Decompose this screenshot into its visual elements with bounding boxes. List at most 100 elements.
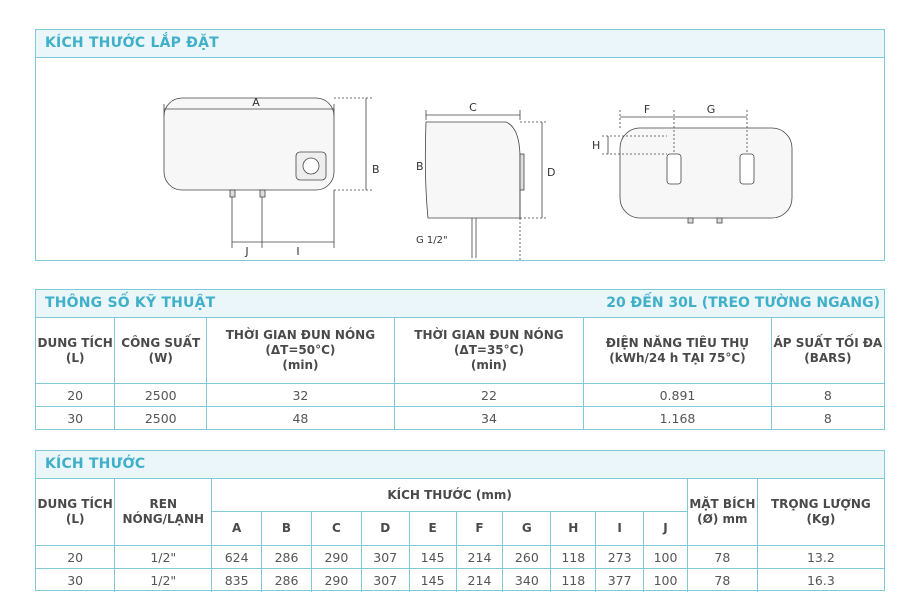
dim-cell: 16.3 bbox=[756, 568, 884, 592]
installation-dimensions-title: KÍCH THƯỚC LẮP ĐẶT bbox=[45, 35, 219, 51]
spec-cell: 32 bbox=[206, 383, 395, 407]
spec-cell: 34 bbox=[393, 406, 585, 430]
dim-cell: 1/2" bbox=[114, 545, 213, 569]
dim-label-a: A bbox=[252, 96, 260, 109]
dim-label-i: I bbox=[296, 245, 299, 258]
dim-cell: 835 bbox=[211, 568, 263, 592]
dim-header-weight: TRỌNG LƯỢNG(Kg) bbox=[756, 478, 884, 546]
spec-cell: 22 bbox=[393, 383, 585, 407]
dim-header-capacity: DUNG TÍCH(L) bbox=[36, 478, 116, 546]
dim-cell: 273 bbox=[595, 545, 645, 569]
technical-specs-header-row: DUNG TÍCH(L) CÔNG SUẤT(W) THỜI GIAN ĐUN … bbox=[36, 317, 884, 384]
dim-cell: 78 bbox=[686, 568, 758, 592]
dim-col-c: C bbox=[310, 511, 362, 546]
dim-cell: 307 bbox=[360, 545, 410, 569]
spec-cell: 8 bbox=[770, 383, 884, 407]
technical-specs-panel: THÔNG SỐ KỸ THUẬT 20 ĐẾN 30L (TREO TƯỜNG… bbox=[35, 289, 885, 430]
heater-dial bbox=[302, 157, 320, 175]
spec-header-2: THỜI GIAN ĐUN NÓNG(ΔT=50°C)(min) bbox=[206, 317, 395, 384]
dim-cell: 290 bbox=[310, 568, 362, 592]
dimensions-title: KÍCH THƯỚC bbox=[45, 456, 146, 472]
table-row: 30 1/2" 835 286 290 307 145 214 340 118 … bbox=[36, 568, 884, 592]
spec-header-1: CÔNG SUẤT(W) bbox=[114, 317, 208, 384]
table-row: 30 2500 48 34 1.168 8 bbox=[36, 406, 884, 430]
dim-label-f: F bbox=[644, 103, 650, 116]
dim-label-b: B bbox=[372, 163, 380, 176]
spec-cell: 30 bbox=[36, 406, 116, 430]
pipe-left bbox=[229, 189, 236, 198]
heater-side-body bbox=[424, 121, 521, 219]
technical-specs-table: DUNG TÍCH(L) CÔNG SUẤT(W) THỜI GIAN ĐUN … bbox=[36, 317, 884, 430]
dimensions-header-row-2: A B C D E F G H I J bbox=[36, 511, 884, 546]
dim-col-g: G bbox=[502, 511, 552, 546]
dim-header-dimensions: KÍCH THƯỚC (mm) bbox=[211, 478, 688, 512]
dim-cell: 145 bbox=[408, 568, 457, 592]
dimensions-header: KÍCH THƯỚC bbox=[36, 451, 884, 479]
bracket-slot-right bbox=[739, 153, 755, 185]
dim-label-g: G bbox=[707, 103, 716, 116]
heater-front-body bbox=[163, 97, 335, 191]
dim-col-d: D bbox=[360, 511, 410, 546]
dim-label-b-side: B bbox=[416, 160, 424, 173]
table-row: 20 2500 32 22 0.891 8 bbox=[36, 383, 884, 407]
dim-cell: 307 bbox=[360, 568, 410, 592]
spec-header-5: ÁP SUẤT TỐI ĐA(BARS) bbox=[770, 317, 884, 384]
dim-cell: 118 bbox=[550, 545, 597, 569]
table-row: 20 1/2" 624 286 290 307 145 214 260 118 … bbox=[36, 545, 884, 569]
spec-header-3: THỜI GIAN ĐUN NÓNG(ΔT=35°C)(min) bbox=[393, 317, 585, 384]
dim-cell: 100 bbox=[643, 545, 688, 569]
dim-col-e: E bbox=[408, 511, 457, 546]
dim-cell: 214 bbox=[455, 568, 504, 592]
technical-specs-title: THÔNG SỐ KỸ THUẬT bbox=[45, 295, 216, 311]
bracket-slot-left bbox=[666, 153, 682, 185]
spec-cell: 0.891 bbox=[583, 383, 772, 407]
dim-cell: 100 bbox=[643, 568, 688, 592]
technical-specs-subtitle: 20 ĐẾN 30L (TREO TƯỜNG NGANG) bbox=[606, 295, 880, 311]
dim-label-g-half: G 1/2" bbox=[416, 235, 448, 246]
dim-label-j: J bbox=[244, 245, 248, 258]
spec-cell: 2500 bbox=[114, 383, 208, 407]
dim-cell: 1/2" bbox=[114, 568, 213, 592]
dim-cell: 290 bbox=[310, 545, 362, 569]
dim-col-a: A bbox=[211, 511, 263, 546]
spec-header-4: ĐIỆN NĂNG TIÊU THỤ(kWh/24 h TẠI 75°C) bbox=[583, 317, 772, 384]
dim-label-h: H bbox=[592, 139, 600, 152]
dim-cell: 20 bbox=[36, 545, 116, 569]
dim-cell: 377 bbox=[595, 568, 645, 592]
dim-cell: 78 bbox=[686, 545, 758, 569]
dim-col-b: B bbox=[261, 511, 312, 546]
installation-dimensions-header: KÍCH THƯỚC LẮP ĐẶT bbox=[36, 30, 884, 58]
dim-cell: 624 bbox=[211, 545, 263, 569]
spec-cell: 8 bbox=[770, 406, 884, 430]
technical-specs-header: THÔNG SỐ KỸ THUẬT 20 ĐẾN 30L (TREO TƯỜNG… bbox=[36, 290, 884, 318]
dim-cell: 340 bbox=[502, 568, 552, 592]
dim-cell: 13.2 bbox=[756, 545, 884, 569]
dim-col-j: J bbox=[643, 511, 688, 546]
spec-cell: 20 bbox=[36, 383, 116, 407]
dim-label-d: D bbox=[547, 166, 555, 179]
dim-col-f: F bbox=[455, 511, 504, 546]
spec-cell: 1.168 bbox=[583, 406, 772, 430]
installation-diagram: A B J I C B D G 1/2" E F G H bbox=[163, 96, 793, 260]
spec-cell: 48 bbox=[206, 406, 395, 430]
dim-label-c: C bbox=[469, 101, 477, 114]
installation-dimensions-panel: KÍCH THƯỚC LẮP ĐẶT bbox=[35, 29, 885, 261]
dim-col-h: H bbox=[550, 511, 597, 546]
dim-cell: 260 bbox=[502, 545, 552, 569]
pipe-right bbox=[259, 189, 266, 198]
dim-cell: 30 bbox=[36, 568, 116, 592]
dim-cell: 214 bbox=[455, 545, 504, 569]
dim-cell: 286 bbox=[261, 545, 312, 569]
dim-cell: 145 bbox=[408, 545, 457, 569]
spec-header-0: DUNG TÍCH(L) bbox=[36, 317, 116, 384]
dim-cell: 118 bbox=[550, 568, 597, 592]
dim-cell: 286 bbox=[261, 568, 312, 592]
spec-cell: 2500 bbox=[114, 406, 208, 430]
side-bracket bbox=[519, 153, 525, 191]
dim-header-flange: MẶT BÍCH(Ø) mm bbox=[686, 478, 758, 546]
dim-col-i: I bbox=[595, 511, 645, 546]
